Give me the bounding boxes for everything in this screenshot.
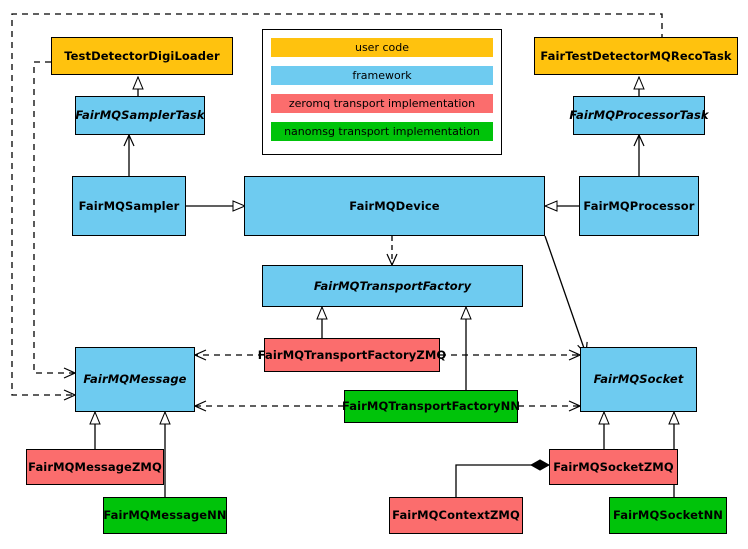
node-fair-mq-sampler-task[interactable]: FairMQSamplerTask xyxy=(75,96,205,135)
node-fair-mq-transport-factory-nn[interactable]: FairMQTransportFactoryNN xyxy=(342,390,520,423)
node-fair-mq-processor-task[interactable]: FairMQProcessorTask xyxy=(569,96,709,135)
legend-item-nanomsg: nanomsg transport implementation xyxy=(271,122,493,141)
node-fair-mq-context-zmq[interactable]: FairMQContextZMQ xyxy=(389,497,523,534)
node-fair-mq-device[interactable]: FairMQDevice xyxy=(244,176,545,236)
node-fair-mq-socket-zmq[interactable]: FairMQSocketZMQ xyxy=(549,449,678,485)
legend-item-zeromq: zeromq transport implementation xyxy=(271,94,493,113)
legend: user code framework zeromq transport imp… xyxy=(262,29,502,155)
node-fair-mq-socket[interactable]: FairMQSocket xyxy=(580,347,697,412)
node-fair-mq-transport-factory-zmq[interactable]: FairMQTransportFactoryZMQ xyxy=(258,338,446,372)
legend-item-framework: framework xyxy=(271,66,493,85)
node-fair-mq-transport-factory[interactable]: FairMQTransportFactory xyxy=(262,265,523,307)
legend-label: user code xyxy=(354,41,410,54)
node-fair-mq-message[interactable]: FairMQMessage xyxy=(75,347,195,412)
legend-label: zeromq transport implementation xyxy=(288,97,476,110)
node-fair-mq-message-zmq[interactable]: FairMQMessageZMQ xyxy=(26,449,164,485)
node-fair-mq-processor[interactable]: FairMQProcessor xyxy=(579,176,699,236)
legend-label: framework xyxy=(352,69,412,82)
node-fair-test-detector-mq-reco-task[interactable]: FairTestDetectorMQRecoTask xyxy=(534,37,738,75)
node-test-detector-digi-loader[interactable]: TestDetectorDigiLoader xyxy=(51,37,233,75)
edge-device-socket xyxy=(544,235,586,354)
edge-recotask-message xyxy=(11,13,663,395)
legend-label: nanomsg transport implementation xyxy=(284,125,480,138)
node-fair-mq-message-nn[interactable]: FairMQMessageNN xyxy=(103,497,227,534)
node-fair-mq-socket-nn[interactable]: FairMQSocketNN xyxy=(609,497,727,534)
edge-digiloader-message xyxy=(33,61,75,373)
node-fair-mq-sampler[interactable]: FairMQSampler xyxy=(72,176,186,236)
edge-contextzmq-socketzmq xyxy=(455,465,549,497)
legend-item-user-code: user code xyxy=(271,38,493,57)
